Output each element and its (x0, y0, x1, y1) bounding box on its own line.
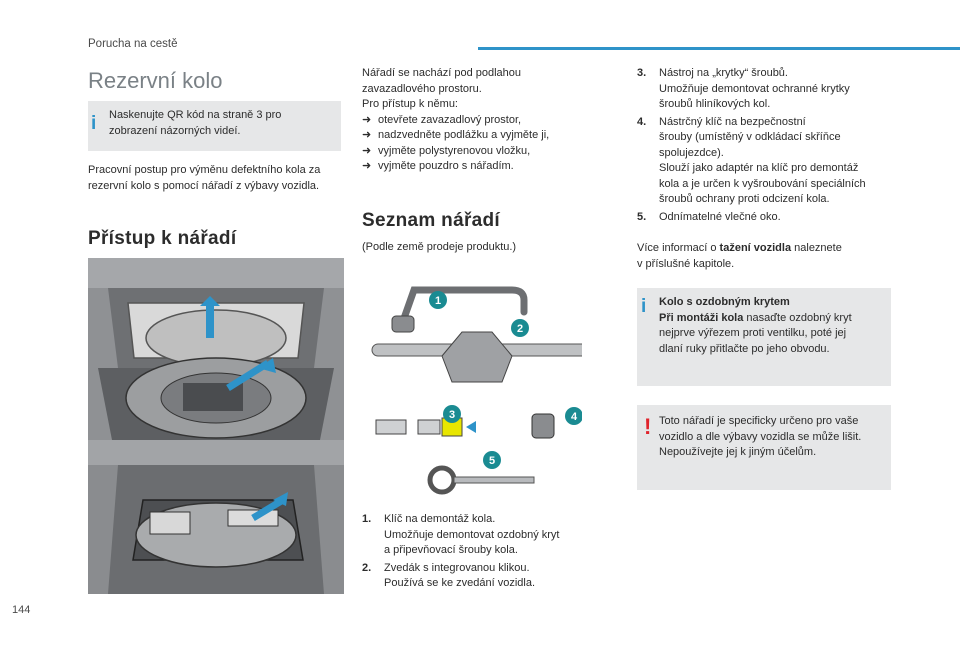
tool-item: 3. Nástroj na „krytky“ šroubů. Umožňuje … (637, 66, 897, 113)
more-info-suffix: naleznete (791, 242, 842, 254)
tool-item-line: Zvedák s integrovanou klikou. (384, 561, 530, 574)
hubcap-line: nejprve výřezem proti ventilku, poté jej (659, 327, 847, 339)
info-icon: i (641, 296, 647, 317)
intro-text: Pracovní postup pro výměnu defektního ko… (88, 164, 321, 192)
tool-item-number: 1. (362, 513, 372, 525)
tool-item-line: spolujezdce). (659, 146, 724, 159)
tool-item-line: Umožňuje demontovat ochranné krytky (659, 82, 850, 95)
section-label: Porucha na cestě (88, 38, 178, 50)
access-step-text: otevřete zavazadlový prostor, (378, 113, 522, 126)
bullet-arrow-icon: ➜ (362, 129, 372, 141)
hubcap-line: nasaďte ozdobný kryt (743, 311, 852, 324)
qr-info-box: i Naskenujte QR kód na straně 3 pro zobr… (88, 101, 341, 151)
tool-items-right: 3. Nástroj na „krytky“ šroubů. Umožňuje … (637, 66, 897, 227)
tool-item: 5. Odnímatelné vlečné oko. (637, 210, 897, 226)
access-text: Nářadí se nachází pod podlahou zavazadlo… (362, 66, 602, 175)
tool-item-line: Nástrčný klíč na bezpečnostní (659, 115, 806, 128)
tool-illustration: 1 2 3 4 5 (362, 272, 598, 498)
access-step: ➜ vyjměte pouzdro s nářadím. (362, 159, 602, 175)
access-step: ➜ vyjměte polystyrenovou vložku, (362, 144, 602, 160)
tool-list-heading: Seznam nářadí (362, 210, 501, 231)
trunk-photo-floor (88, 258, 344, 440)
access-step: ➜ otevřete zavazadlový prostor, (362, 113, 602, 129)
callout-1-label: 1 (435, 295, 441, 307)
warning-line: Nepoužívejte jej k jiným účelům. (659, 446, 817, 458)
tool-item-line: šroubů ochrany proti odcizení kola. (659, 193, 830, 205)
warning-line: Toto nářadí je specificky určeno pro vaš… (659, 415, 859, 427)
warning-icon: ! (644, 414, 652, 439)
access-step-text: vyjměte pouzdro s nářadím. (378, 160, 514, 172)
hubcap-bold-lead: Při montáži kola (659, 311, 744, 324)
tool-item-number: 5. (637, 210, 647, 223)
more-info-line2: v příslušné kapitole. (637, 257, 735, 270)
access-step-text: vyjměte polystyrenovou vložku, (378, 144, 531, 157)
tool-list-note: (Podle země prodeje produktu.) (362, 241, 517, 253)
warning-text: Toto nářadí je specificky určeno pro vaš… (659, 414, 887, 461)
access-step-text: nadzvedněte podlážku a vyjměte ji, (378, 129, 550, 141)
callout-4 (565, 407, 583, 425)
tool-item-line: Klíč na demontáž kola. (384, 513, 496, 525)
tool-item: 1. Klíč na demontáž kola. Umožňuje demon… (362, 512, 602, 559)
qr-note-text: Naskenujte QR kód na straně 3 pro zobraz… (109, 109, 282, 137)
page-number: 144 (12, 604, 31, 616)
bullet-arrow-icon: ➜ (362, 160, 372, 172)
access-line-1: Nářadí se nachází pod podlahou (362, 67, 522, 79)
trunk-photo-toolcase (88, 440, 344, 594)
more-info-text: Více informací o tažení vozidla naleznet… (637, 241, 897, 272)
tool-item-number: 3. (637, 67, 647, 79)
tool-item-line: a připevňovací šrouby kola. (384, 544, 518, 556)
access-line-3: Pro přístup k němu: (362, 98, 458, 110)
tool-items-left: 1. Klíč na demontáž kola. Umožňuje demon… (362, 512, 602, 594)
warning-box: ! Toto nářadí je specificky určeno pro v… (637, 405, 891, 490)
access-step: ➜ nadzvedněte podlážku a vyjměte ji, (362, 128, 602, 144)
hubcap-text: Kolo s ozdobným krytem Při montáži kola … (659, 295, 884, 357)
page-title: Rezervní kolo (88, 68, 223, 93)
bullet-arrow-icon: ➜ (362, 144, 372, 157)
more-info-prefix: Více informací o (637, 242, 720, 254)
tool-item-line: šroubů hliníkových kol. (659, 98, 771, 110)
info-icon: i (91, 113, 97, 134)
tool-item-line: Umožňuje demontovat ozdobný kryt (384, 528, 560, 541)
hubcap-info-box: i Kolo s ozdobným krytem Při montáži kol… (637, 288, 891, 386)
callout-2 (511, 319, 529, 337)
callout-5 (483, 451, 501, 469)
tool-item-number: 2. (362, 561, 372, 574)
callout-3-label: 3 (449, 409, 455, 421)
tool-item-line: Nástroj na „krytky“ šroubů. (659, 67, 788, 79)
warning-line: vozidlo a dle výbavy vozidla se může liš… (659, 430, 862, 443)
callout-4-label: 4 (571, 411, 578, 423)
tool-item: 4. Nástrčný klíč na bezpečnostní šrouby … (637, 115, 897, 208)
tool-item-line: Odnímatelné vlečné oko. (659, 210, 781, 223)
access-line-2: zavazadlového prostoru. (362, 82, 482, 95)
callout-2-label: 2 (517, 323, 523, 335)
tool-item: 2. Zvedák s integrovanou klikou. Používá… (362, 561, 602, 592)
callout-3 (443, 405, 461, 423)
header-accent-bar (478, 47, 960, 50)
bullet-arrow-icon: ➜ (362, 113, 372, 126)
callout-5-label: 5 (489, 455, 495, 467)
tool-item-line: Používá se ke zvedání vozidla. (384, 577, 536, 589)
tool-item-line: Slouží jako adaptér na klíč pro demontáž (659, 162, 859, 174)
tool-item-line: kola a je určen k vyšroubování speciální… (659, 177, 866, 190)
tool-item-line: šrouby (umístěný v odkládací skříňce (659, 131, 841, 143)
hubcap-title: Kolo s ozdobným krytem (659, 296, 790, 308)
access-heading: Přístup k nářadí (88, 228, 237, 249)
more-info-link: tažení vozidla (719, 242, 792, 254)
callout-1 (429, 291, 447, 309)
tool-item-number: 4. (637, 115, 647, 128)
hubcap-line: dlaní ruky přitlačte po jeho obvodu. (659, 342, 830, 355)
